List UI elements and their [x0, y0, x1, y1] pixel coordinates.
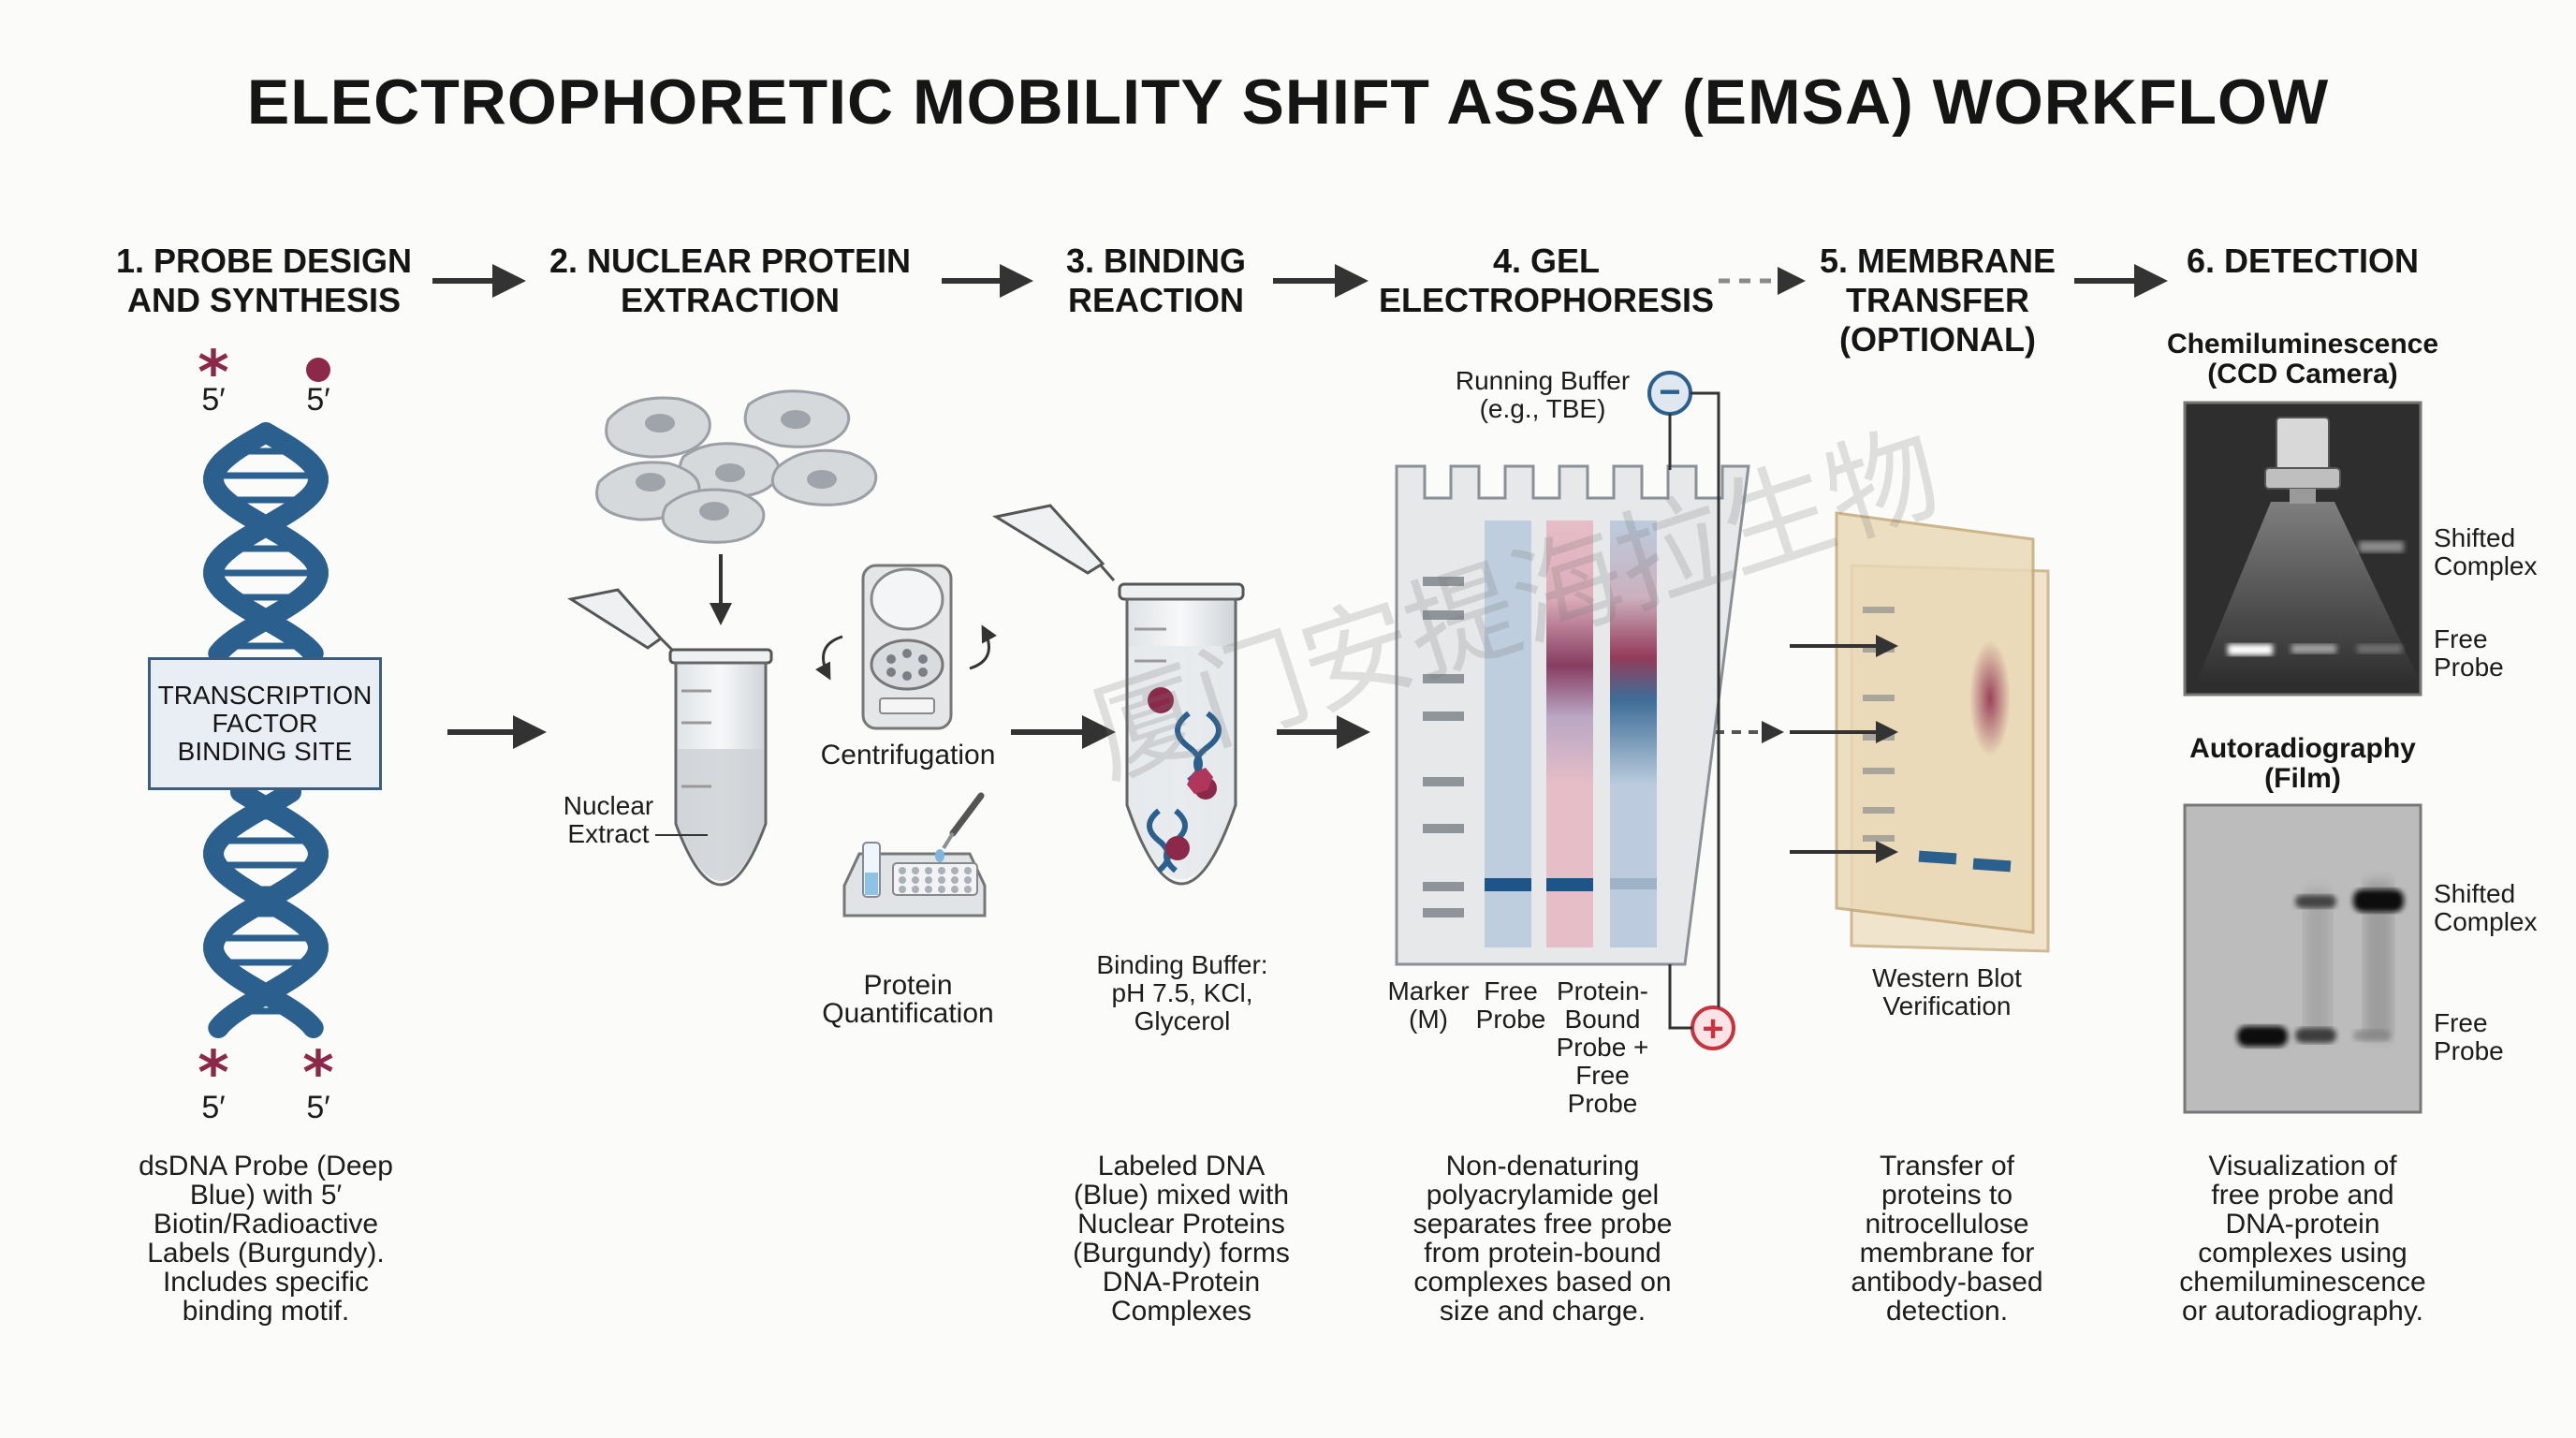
svg-text:*: * [198, 339, 228, 408]
step-5-description: Transfer of proteins to nitrocellulose m… [1851, 1151, 2043, 1327]
lane-label-protein-bound: Protein- Bound Probe + Free Probe [1556, 976, 1649, 1118]
free-probe-band [1546, 878, 1593, 891]
autoradiography-film [2183, 803, 2422, 1114]
five-prime-label: 5′ [201, 382, 226, 418]
binding-buffer-label: Binding Buffer: pH 7.5, KCl, Glycerol [1096, 950, 1268, 1035]
protein-quantification-label: Protein Quantification [822, 970, 994, 1029]
centrifugation-label: Centrifugation [820, 740, 996, 770]
western-blot-label: Western Blot Verification [1872, 963, 2022, 1020]
label-burgundy-star-icon: * [302, 1039, 333, 1108]
step-6-description: Visualization of free probe and DNA-prot… [2179, 1151, 2426, 1327]
step-5-heading: 5. MEMBRANE TRANSFER (OPTIONAL) [1819, 242, 2056, 359]
plate-well [899, 867, 906, 874]
plate-well [925, 867, 932, 874]
marker-ladder-band [1423, 777, 1464, 786]
plate-well [938, 876, 945, 884]
lane-label-marker: Marker (M) [1387, 976, 1470, 1034]
plate-well [951, 886, 959, 893]
plate-well [951, 867, 959, 874]
gel-apparatus: − + [1395, 371, 1750, 1050]
chemiluminescence-image [2183, 401, 2422, 697]
free-probe-band [1610, 878, 1657, 889]
five-prime-label: 5′ [306, 1090, 330, 1125]
marker-ladder-band [1423, 577, 1464, 586]
mixed-lane-pink [1546, 521, 1593, 947]
marker-ladder-band [1423, 882, 1464, 891]
marker-ladder-band [1423, 674, 1464, 683]
plate-well [912, 886, 919, 893]
step-1-description: dsDNA Probe (Deep Blue) with 5′ Biotin/R… [139, 1151, 393, 1327]
centrifuge-icon [815, 564, 997, 730]
plate-well [938, 886, 945, 893]
plate-reader-icon [842, 792, 987, 917]
label-burgundy-dot-icon [306, 358, 330, 382]
membrane-ladder-band [1863, 807, 1895, 814]
dsdna-probe-helix: * * * [198, 339, 333, 1108]
plate-well [964, 886, 972, 893]
chemi-shifted-complex-label: Shifted Complex [2434, 523, 2538, 580]
plate-well [925, 876, 932, 884]
step-2-heading: 2. NUCLEAR PROTEIN EXTRACTION [549, 242, 912, 319]
step-3-heading: 3. BINDING REACTION [1065, 242, 1247, 319]
plate-well [938, 867, 945, 874]
step-4-heading: 4. GEL ELECTROPHORESIS [1378, 242, 1715, 319]
plate-well [899, 886, 906, 893]
marker-ladder-band [1423, 610, 1464, 620]
membrane-ladder-band [1863, 768, 1895, 774]
chemi-free-probe-label: Free Probe [2434, 624, 2504, 682]
lane-label-free-probe: Free Probe [1475, 976, 1546, 1034]
autorad-shifted-complex-label: Shifted Complex [2434, 879, 2538, 936]
five-prime-label: 5′ [201, 1090, 226, 1125]
plate-well [951, 876, 959, 884]
running-buffer-label: Running Buffer (e.g., TBE) [1455, 366, 1631, 423]
autorad-free-probe-label: Free Probe [2434, 1008, 2504, 1065]
page-title: ELECTROPHORETIC MOBILITY SHIFT ASSAY (EM… [246, 66, 2330, 138]
step-6-heading: 6. DETECTION [2186, 242, 2420, 280]
protein-bound-lane [1610, 521, 1657, 947]
dna-base-pairs [213, 448, 318, 1015]
nuclear-extract-label: Nuclear Extract [563, 791, 654, 848]
step-arrows [432, 264, 2168, 749]
label-burgundy-star-icon: * [198, 1039, 228, 1108]
membrane-ladder-band [1863, 607, 1895, 613]
plate-well [925, 886, 932, 893]
membrane-ladder-band [1863, 695, 1895, 701]
autoradiography-title: Autoradiography (Film) [2189, 733, 2416, 794]
plate-well [912, 867, 919, 874]
step-4-description: Non-denaturing polyacrylamide gel separa… [1412, 1151, 1673, 1327]
cells-icon [595, 389, 878, 544]
nuclear-extract-tube-icon [567, 588, 773, 887]
marker-ladder-band [1423, 824, 1464, 833]
membrane-ladder-band [1863, 734, 1895, 741]
cathode-symbol: − [1659, 372, 1680, 413]
plate-well [912, 876, 919, 884]
membrane-ladder-band [1863, 835, 1895, 842]
plate-well [964, 867, 972, 874]
marker-ladder-band [1423, 908, 1464, 917]
plate-well [964, 876, 972, 884]
five-prime-label: 5′ [306, 382, 330, 418]
step-1-heading: 1. PROBE DESIGN AND SYNTHESIS [115, 242, 413, 319]
marker-ladder-band [1423, 712, 1464, 721]
chemiluminescence-title: Chemiluminescence (CCD Camera) [2166, 329, 2439, 389]
plate-well [899, 876, 906, 884]
free-probe-band [1485, 878, 1531, 891]
anode-symbol: + [1702, 1008, 1723, 1049]
label-burgundy-star-icon: * [198, 339, 228, 408]
binding-site-box: TRANSCRIPTION FACTOR BINDING SITE [148, 657, 382, 790]
transfer-membrane [1790, 511, 2050, 953]
step-3-description: Labeled DNA (Blue) mixed with Nuclear Pr… [1073, 1151, 1290, 1327]
binding-reaction-tube-icon [991, 504, 1245, 886]
free-probe-lane [1485, 521, 1531, 947]
